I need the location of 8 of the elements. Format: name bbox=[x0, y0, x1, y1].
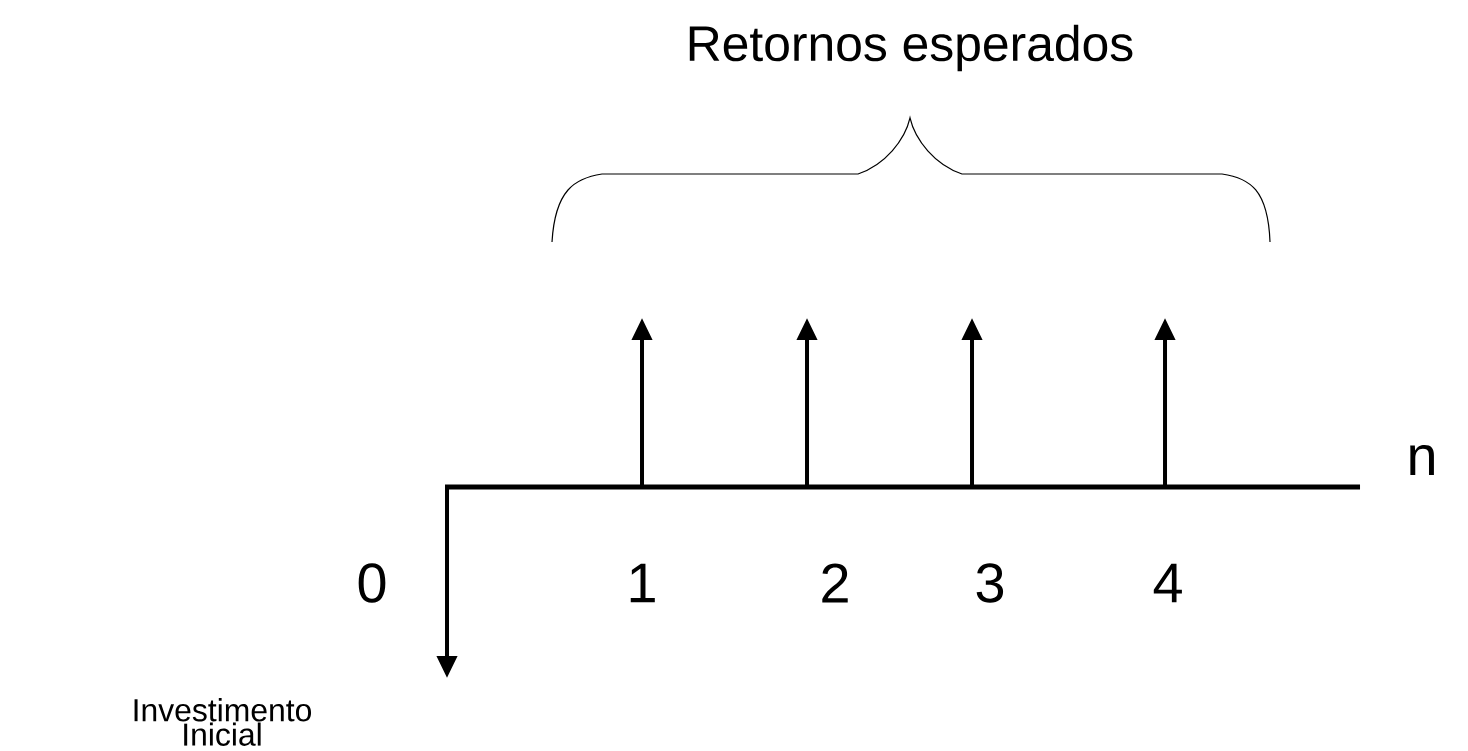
tick-label: 4 bbox=[1153, 563, 1182, 603]
title: Retornos esperados bbox=[689, 24, 1133, 72]
axis-label: n bbox=[1410, 444, 1434, 475]
tick-label: 2 bbox=[822, 563, 848, 603]
tick-label: 3 bbox=[976, 563, 1004, 603]
tick-label: 0 bbox=[358, 563, 386, 603]
arrow-label: Investimento Inicial bbox=[134, 698, 312, 746]
tick-label: 1 bbox=[630, 563, 655, 603]
